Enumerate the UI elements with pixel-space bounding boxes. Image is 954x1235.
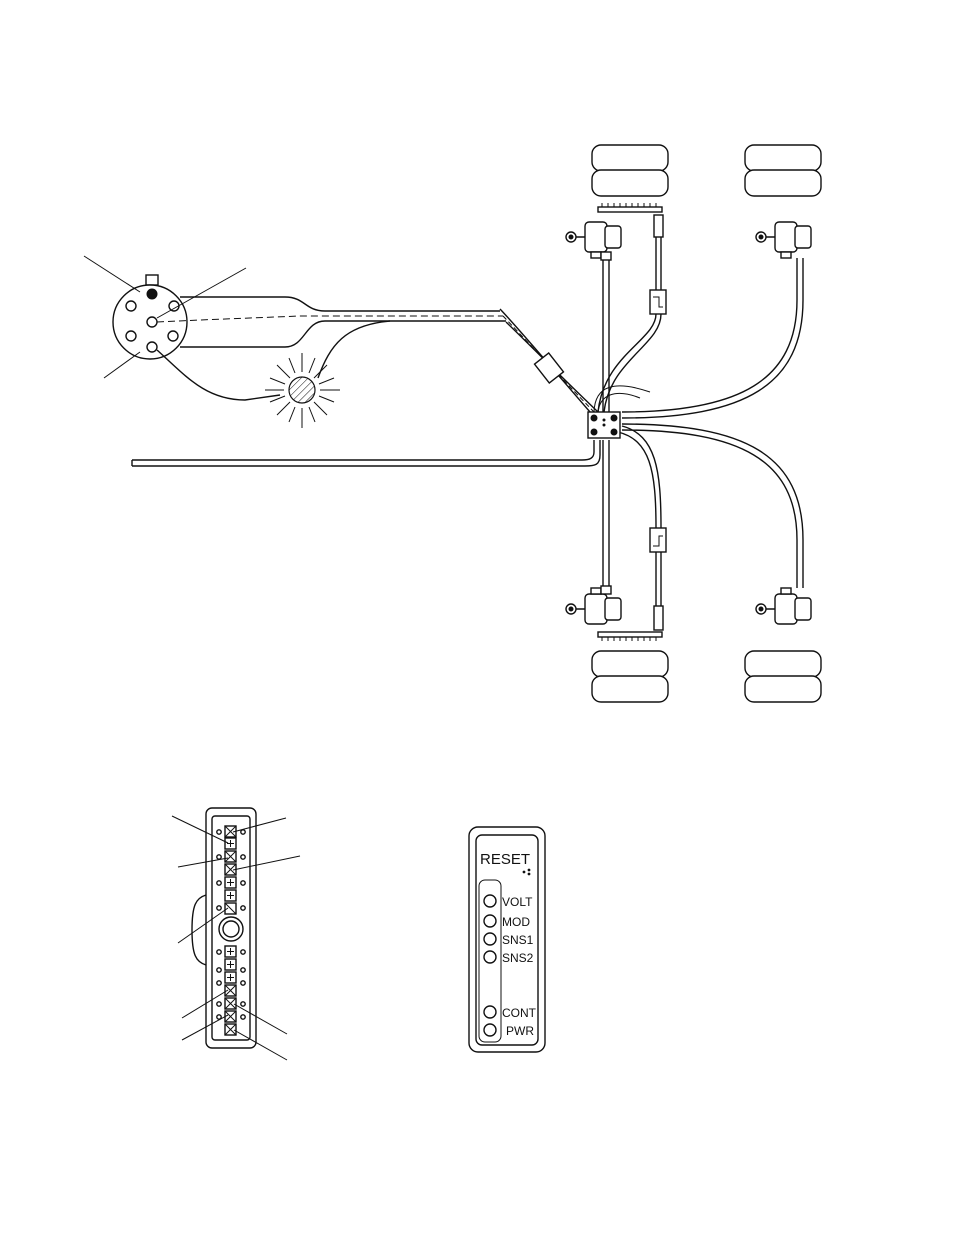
cont-label: CONT — [502, 1006, 537, 1020]
front-right-actuator — [756, 222, 811, 258]
mod-indicator-light — [484, 915, 496, 927]
rear-right-wheel — [745, 651, 821, 702]
ecu-terminal-strip — [172, 808, 300, 1060]
front-right-wheel — [745, 145, 821, 196]
volt-indicator-light — [484, 895, 496, 907]
inline-fuse — [535, 353, 564, 383]
seven-pin-connector — [113, 275, 187, 359]
rear-right-actuator — [756, 588, 811, 624]
rear-left-wheel — [592, 651, 668, 702]
mod-label: MOD — [502, 915, 530, 929]
rear-left-actuator — [566, 588, 621, 624]
front-sensor-connector — [650, 290, 666, 314]
warning-lamp — [265, 353, 340, 428]
volt-label: VOLT — [502, 895, 533, 909]
front-left-actuator — [566, 222, 621, 258]
pwr-indicator-light — [484, 1024, 496, 1036]
front-sensor-ring — [598, 203, 662, 212]
front-left-wheel — [592, 145, 668, 196]
sns1-label: SNS1 — [502, 933, 534, 947]
rear-sensor-connector — [650, 528, 666, 552]
cont-indicator-light — [484, 1006, 496, 1018]
sns2-indicator-light — [484, 951, 496, 963]
sns1-indicator-light — [484, 933, 496, 945]
indicator-panel: RESET VOLT MOD SNS1 SNS2 CONT PWR — [469, 827, 545, 1052]
trailer-wiring-layout — [84, 145, 821, 702]
rear-sensor-ring — [598, 632, 662, 641]
pwr-label: PWR — [506, 1024, 534, 1038]
reset-label: RESET — [480, 851, 530, 868]
sns2-label: SNS2 — [502, 951, 534, 965]
